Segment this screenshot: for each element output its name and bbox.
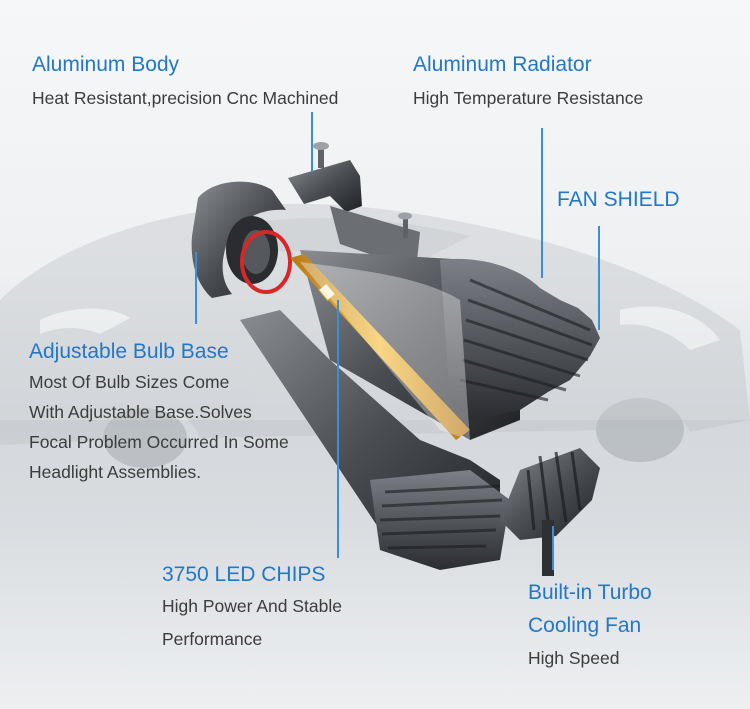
- callout-description: Heat Resistant,precision Cnc Machined: [32, 88, 339, 108]
- callout-turbo-cooling-fan: Built-in Turbo Cooling Fan High Speed: [528, 576, 652, 673]
- turbo-cooling-fan-part: [500, 448, 600, 576]
- leader-line-turbo-fan: [552, 526, 554, 570]
- leader-line-aluminum-body: [311, 112, 313, 172]
- callout-description-line: High Power And Stable: [162, 596, 342, 616]
- callout-title: Aluminum Body: [32, 53, 180, 76]
- led-chip-board-part: [290, 254, 470, 440]
- red-o-ring: [240, 230, 292, 294]
- callout-title: Aluminum Radiator: [413, 53, 592, 76]
- callout-title: FAN SHIELD: [557, 188, 680, 211]
- callout-description-line: With Adjustable Base.Solves: [29, 402, 252, 422]
- callout-description-line: Focal Problem Occurred In Some: [29, 432, 289, 452]
- callout-aluminum-body: Aluminum Body Heat Resistant,precision C…: [32, 52, 338, 113]
- callout-adjustable-bulb-base: Adjustable Bulb Base Most Of Bulb Sizes …: [29, 339, 289, 487]
- lower-heatsink-part: [240, 310, 510, 570]
- bulb-base-part: [191, 181, 286, 298]
- callout-fan-shield: FAN SHIELD: [557, 187, 680, 213]
- callout-aluminum-radiator: Aluminum Radiator High Temperature Resis…: [413, 52, 643, 113]
- aluminum-radiator-part: [300, 250, 600, 440]
- callout-description-line: Headlight Assemblies.: [29, 462, 202, 482]
- callout-description-line: Performance: [162, 629, 263, 649]
- leader-line-adjustable-base: [195, 252, 197, 324]
- aluminum-bracket-part: [288, 142, 420, 270]
- callout-description-line: Most Of Bulb Sizes Come: [29, 372, 230, 392]
- callout-title: Adjustable Bulb Base: [29, 340, 229, 363]
- leader-line-led-chips: [337, 300, 339, 558]
- callout-title: 3750 LED CHIPS: [162, 563, 326, 586]
- leader-line-fan-shield: [598, 226, 600, 330]
- callout-description: High Speed: [528, 648, 620, 668]
- callout-title-line: Built-in Turbo: [528, 581, 652, 604]
- callout-title-line: Cooling Fan: [528, 614, 642, 637]
- leader-line-aluminum-radiator: [541, 128, 543, 278]
- callout-led-chips: 3750 LED CHIPS High Power And Stable Per…: [162, 562, 342, 656]
- callout-description: High Temperature Resistance: [413, 88, 644, 108]
